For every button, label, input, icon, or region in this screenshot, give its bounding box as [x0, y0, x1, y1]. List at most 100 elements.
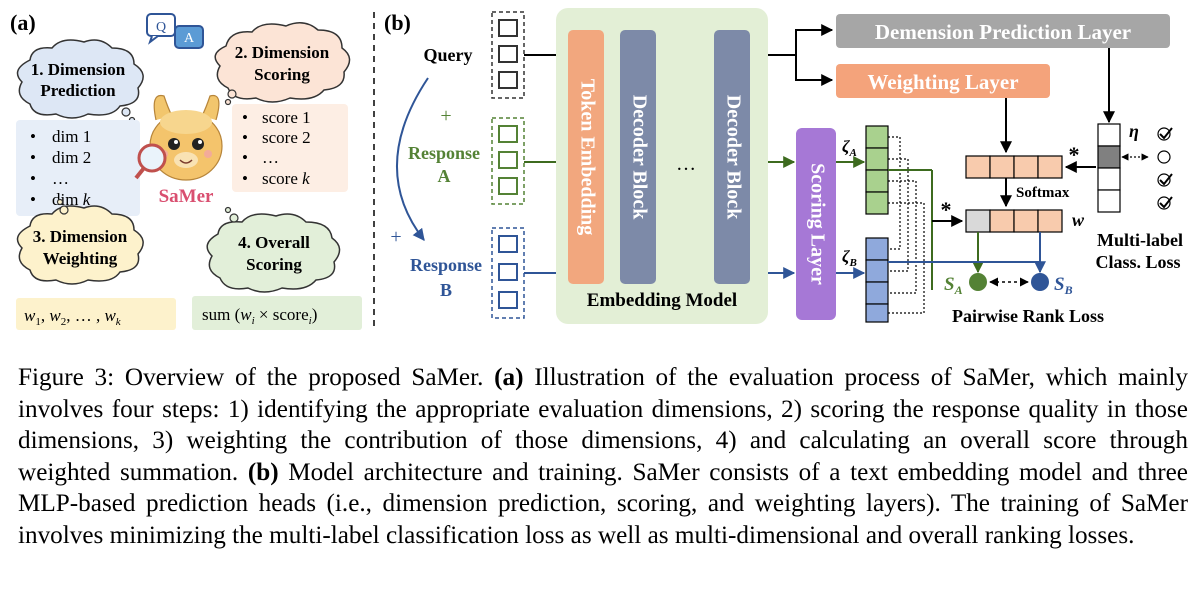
response-b-token-column: [491, 227, 525, 319]
scores-list: • score 1 • score 2 • … • score k: [242, 108, 311, 188]
score-item: •: [242, 128, 248, 147]
dimension-prediction-layer-block: [836, 14, 1170, 48]
pairwise-rank-loss-label: Pairwise Rank Loss: [952, 306, 1104, 326]
panel-a-label: (a): [10, 10, 36, 35]
score-item-text: score 2: [262, 128, 311, 147]
w-vector: [965, 209, 1063, 233]
check-circle-icon: [1157, 127, 1173, 141]
caption-a-text: Illustration of the evaluation process o…: [18, 364, 1188, 486]
token-embedding-label: Token Embedding: [576, 79, 598, 236]
score-item-text: …: [262, 148, 279, 167]
decoder-block-2-label: Decoder Block: [722, 95, 744, 220]
score-item: •: [242, 148, 248, 167]
weights-expression: w1, w2, … , wk: [24, 306, 122, 328]
multiply-star-lower: *: [941, 197, 952, 222]
zeta-a-label: ζA: [842, 137, 857, 159]
mascot-name: SaMer: [159, 186, 214, 207]
weights-box: [16, 298, 176, 330]
samer-mascot-illustration: SaMer: [134, 94, 223, 207]
empty-circle-icon: [1157, 150, 1171, 164]
caption-a-label: (a): [494, 364, 524, 391]
weighting-layer-label: Weighting Layer: [867, 70, 1018, 94]
score-item-text: score k: [262, 169, 310, 188]
scores-list-box: [232, 104, 348, 192]
weighting-output-vector: [965, 155, 1063, 179]
plus-sign-b: +: [390, 226, 401, 248]
step4-line2: Scoring: [246, 255, 302, 274]
dims-list-box: [16, 120, 140, 216]
response-b-line2: B: [440, 280, 452, 300]
cloud-dimension-weighting: 3. Dimension Weighting: [16, 198, 144, 285]
w-label: w: [1072, 210, 1085, 230]
dim-item: •: [30, 190, 36, 209]
embedding-model-label: Embedding Model: [587, 290, 737, 311]
query-label: Query: [424, 45, 473, 65]
multi-label-checklist: [1121, 127, 1173, 210]
dim-item: •: [30, 169, 36, 188]
multi-label-line2: Class. Loss: [1095, 252, 1180, 272]
score-a-node: [969, 273, 987, 291]
dim-item: •: [30, 148, 36, 167]
multiply-star-upper: *: [1069, 142, 1080, 167]
token-embedding-block: [568, 30, 604, 284]
eta-label: η: [1129, 121, 1139, 141]
sum-expression: sum (wi × scorei): [202, 305, 317, 327]
response-b-line1: Response: [410, 255, 482, 275]
figure-diagram: (a) Q A 1. Dimension Prediction • dim 1 …: [10, 8, 1183, 330]
figure-caption: Figure 3: Overview of the proposed SaMer…: [18, 362, 1188, 551]
dimension-comparison-links: [888, 136, 925, 314]
score-item-text: score 1: [262, 108, 311, 127]
step2-line2: Scoring: [254, 65, 310, 84]
decoder-block-2: [714, 30, 750, 284]
dim-item-text: …: [52, 169, 69, 188]
check-circle-icon: [1157, 173, 1173, 187]
score-a-label: SA: [944, 274, 963, 297]
scoring-layer-label: Scoring Layer: [806, 163, 828, 285]
eta-vector: [1097, 123, 1121, 213]
response-a-line2: A: [438, 166, 451, 186]
score-b-label: SB: [1054, 274, 1073, 297]
sum-box: [192, 296, 362, 330]
qa-chat-icon: Q A: [146, 13, 204, 49]
dim-item-text: dim 2: [52, 148, 91, 167]
step2-line1: 2. Dimension: [235, 43, 330, 62]
zeta-b-label: ζB: [842, 247, 857, 269]
check-circle-icon: [1157, 196, 1173, 210]
step1-line2: Prediction: [40, 81, 116, 100]
caption-intro: Overview of the proposed SaMer.: [114, 364, 495, 391]
zeta-a-vector: [865, 125, 889, 215]
step3-line2: Weighting: [43, 249, 118, 268]
score-b-node: [1031, 273, 1049, 291]
panel-b-label: (b): [384, 10, 411, 35]
decoder-ellipsis: …: [676, 153, 696, 175]
dim-item-text: dim 1: [52, 127, 91, 146]
qa-icon-q: Q: [156, 20, 166, 35]
decoder-block-1: [620, 30, 656, 284]
caption-b-label: (b): [247, 458, 279, 486]
caption-b-text: Model architecture and training. SaMer c…: [18, 458, 1188, 549]
weighting-layer-block: [836, 64, 1050, 98]
score-item: •: [242, 169, 248, 188]
zeta-b-vector: [865, 237, 889, 323]
dimension-prediction-layer-label: Demension Prediction Layer: [875, 20, 1131, 44]
query-token-column: [491, 11, 525, 99]
panel-b: (b) Query + Response A + Response B: [384, 8, 1183, 326]
query-to-response-curve: [396, 77, 429, 241]
response-a-token-column: [491, 117, 525, 205]
scoring-layer-block: [796, 128, 836, 320]
panel-a: (a) Q A 1. Dimension Prediction • dim 1 …: [10, 10, 375, 330]
step3-line1: 3. Dimension: [33, 227, 128, 246]
caption-figure-label: Figure 3:: [18, 364, 115, 391]
dim-item: •: [30, 127, 36, 146]
softmax-label: Softmax: [1016, 185, 1070, 201]
decoder-block-1-label: Decoder Block: [628, 95, 650, 220]
cloud-overall-scoring: 4. Overall Scoring: [206, 206, 341, 293]
cloud-dimension-prediction: 1. Dimension Prediction: [16, 39, 144, 124]
plus-sign-a: +: [440, 105, 451, 127]
step4-line1: 4. Overall: [238, 233, 310, 252]
cloud-dimension-scoring: 2. Dimension Scoring: [214, 22, 351, 106]
response-a-line1: Response: [408, 143, 480, 163]
multi-label-line1: Multi-label: [1097, 230, 1183, 250]
step1-line1: 1. Dimension: [31, 60, 126, 79]
score-item: •: [242, 108, 248, 127]
